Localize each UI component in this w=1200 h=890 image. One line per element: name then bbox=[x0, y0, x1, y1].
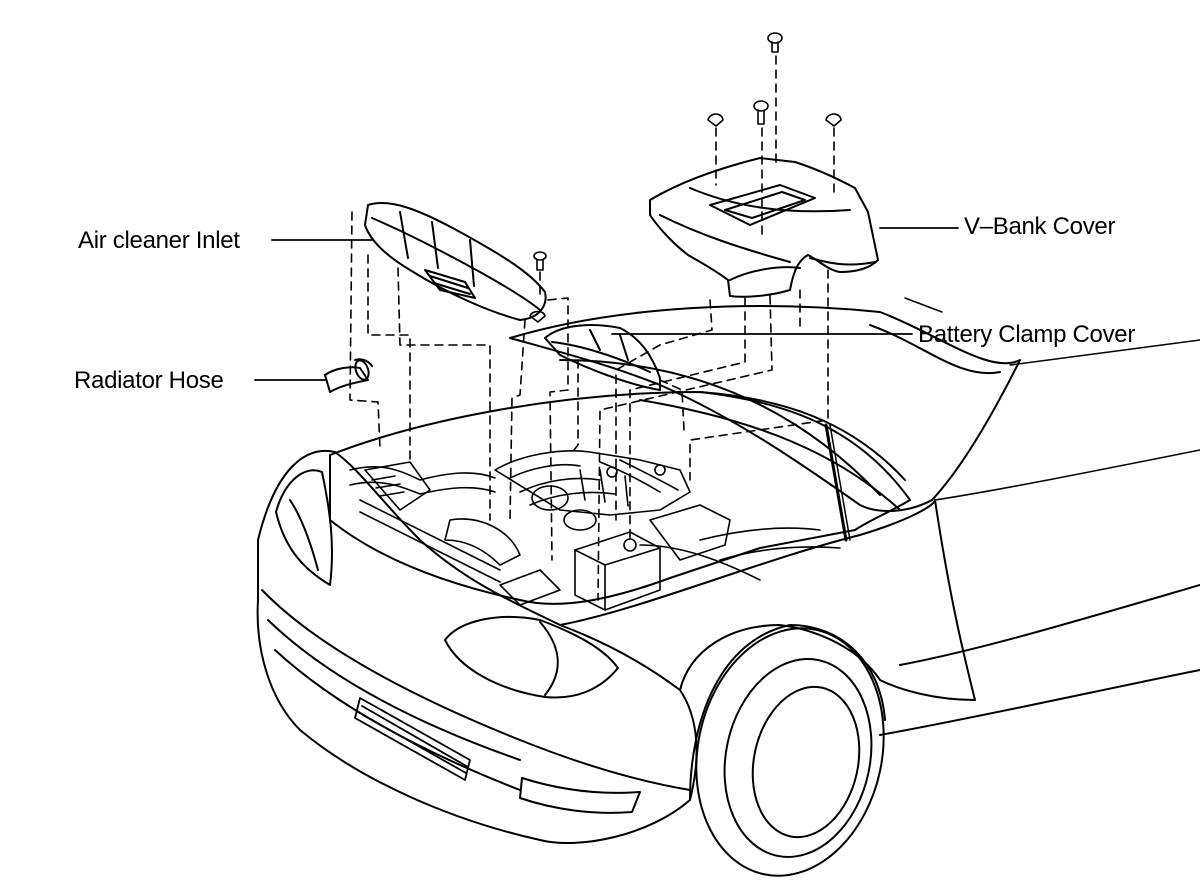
radiator-hose-part bbox=[324, 358, 373, 393]
right-headlight bbox=[444, 615, 619, 699]
air-cleaner-inlet-part bbox=[364, 202, 547, 321]
wheel-arch bbox=[689, 624, 886, 801]
fasteners bbox=[529, 32, 842, 323]
leader-lines bbox=[254, 227, 959, 381]
clip-left bbox=[707, 113, 724, 127]
grille bbox=[354, 697, 471, 781]
front-fender bbox=[559, 499, 976, 701]
fog-light bbox=[519, 777, 641, 814]
left-headlight bbox=[275, 469, 334, 586]
v-bank-cover-part bbox=[649, 157, 879, 298]
engine-bay-outline bbox=[329, 391, 911, 605]
bolt-center bbox=[753, 100, 769, 125]
clip-right bbox=[825, 113, 842, 127]
front-tire bbox=[695, 627, 885, 877]
hood-inner-edge bbox=[559, 359, 881, 496]
assembly-guide-lines bbox=[349, 55, 835, 601]
bolt-air-inlet bbox=[533, 251, 547, 271]
label-v-bank-cover: V–Bank Cover bbox=[964, 213, 1116, 240]
engine-components bbox=[349, 450, 841, 611]
hood-prop-rod bbox=[824, 423, 848, 542]
front-fascia bbox=[256, 449, 698, 844]
battery-clamp-cover-part bbox=[544, 324, 661, 391]
car-body bbox=[256, 305, 1200, 877]
clip-air-inlet bbox=[529, 310, 546, 323]
body-side-line bbox=[899, 584, 1200, 666]
hood-edge-line bbox=[869, 324, 1001, 375]
label-air-cleaner-inlet: Air cleaner Inlet bbox=[78, 227, 240, 254]
bolt-top bbox=[767, 32, 783, 53]
label-radiator-hose: Radiator Hose bbox=[74, 367, 224, 394]
label-battery-clamp-cover: Battery Clamp Cover bbox=[918, 321, 1136, 348]
cowl-line bbox=[639, 399, 901, 511]
